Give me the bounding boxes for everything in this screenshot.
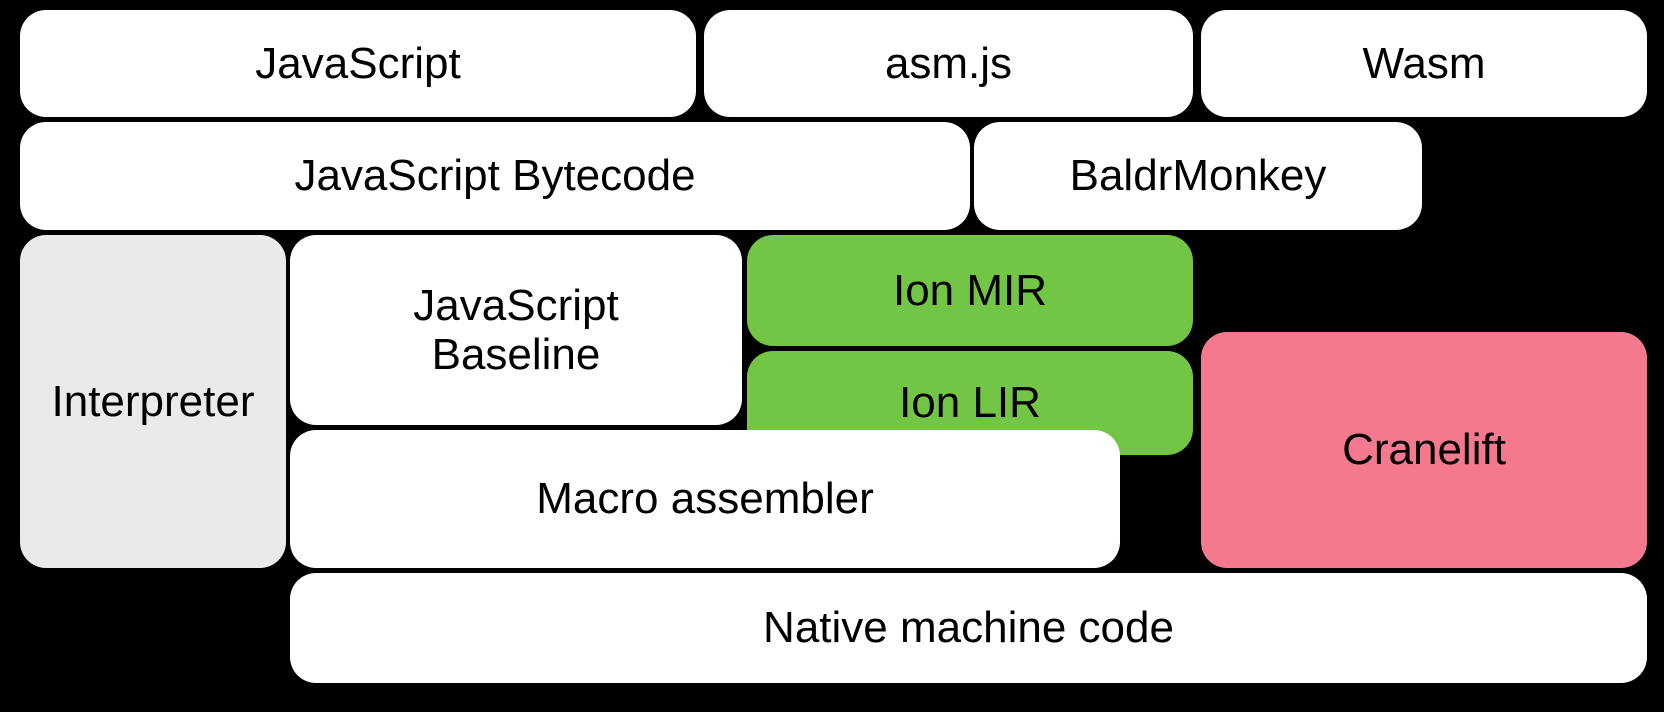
node-asm-js[interactable]: asm.js [704,10,1193,117]
node-wasm[interactable]: Wasm [1201,10,1647,117]
node-ion-mir[interactable]: Ion MIR [747,235,1193,346]
node-cranelift[interactable]: Cranelift [1201,332,1647,568]
node-javascript-baseline[interactable]: JavaScript Baseline [290,235,742,425]
node-javascript-bytecode[interactable]: JavaScript Bytecode [20,122,970,230]
node-javascript[interactable]: JavaScript [20,10,696,117]
node-interpreter[interactable]: Interpreter [20,235,286,568]
node-macro-assembler[interactable]: Macro assembler [290,430,1120,568]
node-native-machine-code[interactable]: Native machine code [290,573,1647,683]
node-baldrmonkey[interactable]: BaldrMonkey [974,122,1422,230]
